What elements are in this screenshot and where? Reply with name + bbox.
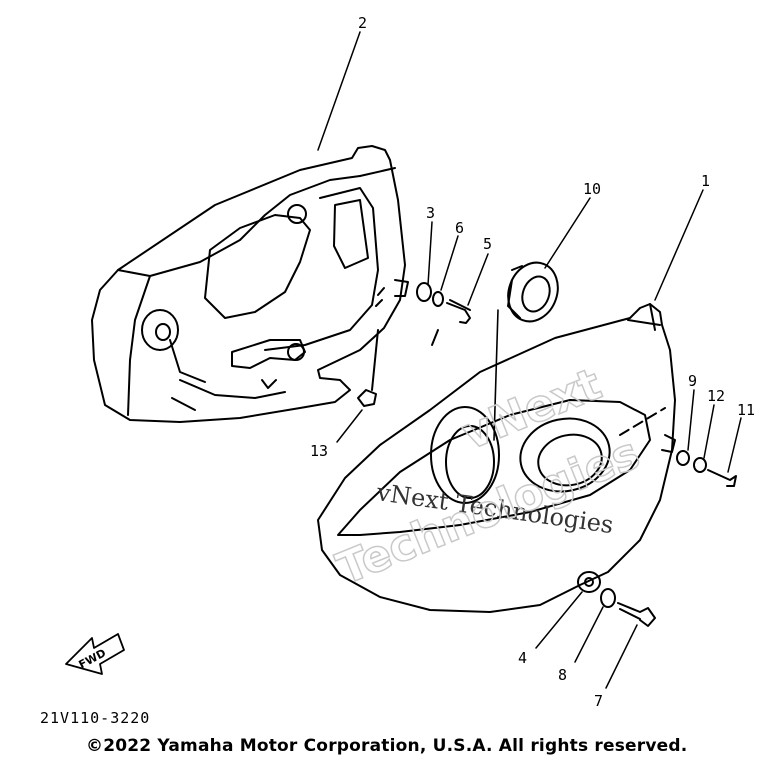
callout-13: 13 — [310, 442, 328, 460]
callout-numbers: 2 1 10 3 6 5 9 12 11 13 4 8 7 — [310, 14, 755, 710]
leader-lines — [317, 31, 742, 689]
fasteners-lower — [577, 571, 656, 627]
callout-2: 2 — [358, 14, 367, 32]
clip-part-13 — [357, 329, 379, 407]
callout-8: 8 — [558, 666, 567, 684]
grommet-part — [507, 261, 559, 323]
callout-12: 12 — [707, 387, 725, 405]
callout-7: 7 — [594, 692, 603, 710]
watermark: vNext Technologies vNext Technologies — [329, 358, 647, 596]
fwd-arrow-icon: FWD — [65, 633, 125, 675]
callout-10: 10 — [583, 180, 601, 198]
callout-4: 4 — [518, 649, 527, 667]
callout-3: 3 — [426, 204, 435, 222]
callout-5: 5 — [483, 235, 492, 253]
callout-11: 11 — [737, 401, 755, 419]
inner-cover-part — [91, 145, 409, 423]
fasteners-right — [676, 450, 737, 487]
callout-6: 6 — [455, 219, 464, 237]
fasteners-upper — [416, 282, 471, 324]
callout-9: 9 — [688, 372, 697, 390]
outer-cover-part — [317, 303, 676, 613]
copyright-notice: ©2022 Yamaha Motor Corporation, U.S.A. A… — [86, 736, 688, 756]
callout-1: 1 — [701, 172, 710, 190]
diagram-code: 21V110-3220 — [40, 709, 151, 727]
